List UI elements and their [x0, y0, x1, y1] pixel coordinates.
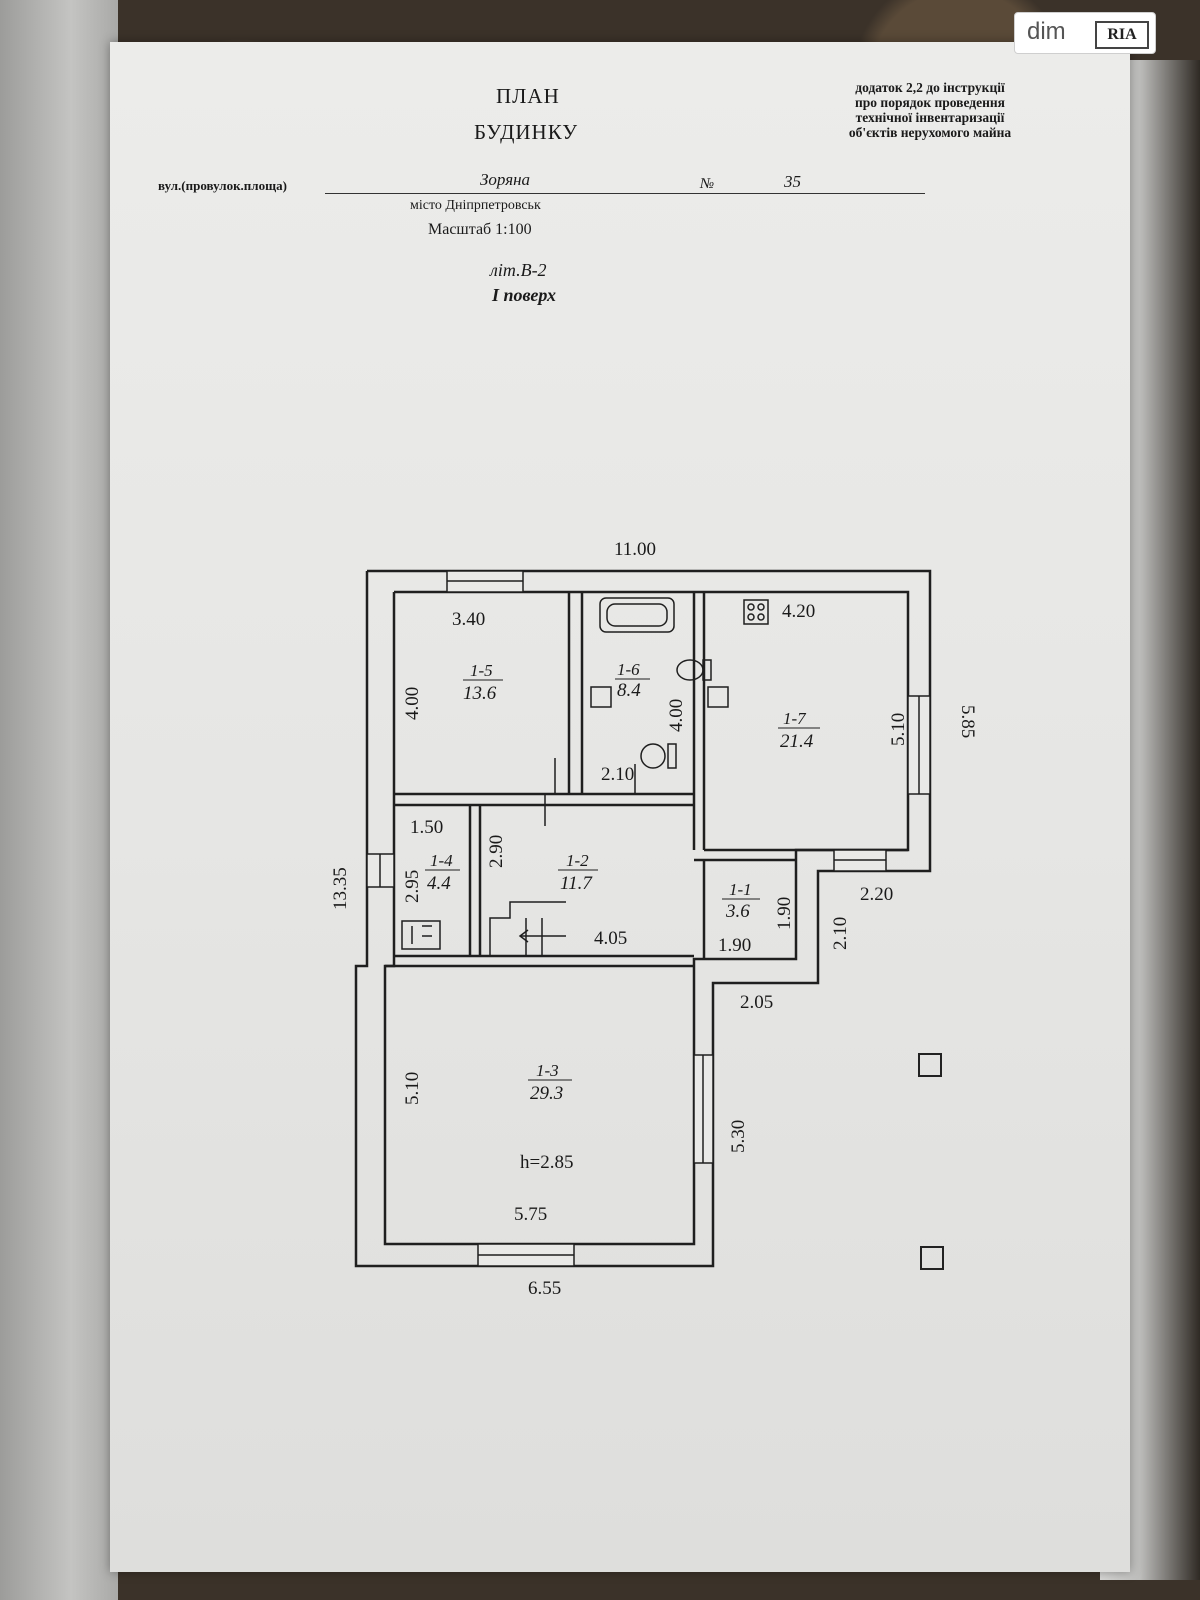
margin-square-1 [918, 1053, 942, 1077]
street-underline [325, 193, 925, 194]
room-1-5-area: 13.6 [463, 683, 497, 704]
dim-top-width: 11.00 [614, 539, 656, 560]
dim-r15-width: 3.40 [452, 609, 485, 630]
number-label: № [700, 176, 715, 192]
dim-r17-height: 5.10 [888, 713, 909, 746]
litera-label: літ.В-2 [490, 260, 547, 280]
stove [743, 599, 769, 625]
windows [366, 570, 931, 1267]
watermark-ria-logo: RIA [1095, 21, 1149, 49]
dim-ria-watermark: dim RIA [1014, 12, 1156, 54]
dim-right-height: 5.85 [957, 705, 978, 738]
room-1-2-area: 11.7 [560, 873, 593, 894]
dimension-labels: 11.00 5.85 13.35 6.55 3.40 4.00 4.00 2.1… [330, 539, 978, 1299]
note-line-3: технічної інвентаризації [855, 110, 1005, 125]
toilet-upper [676, 659, 704, 681]
dim-r16-width: 2.10 [601, 764, 634, 785]
burner-2 [757, 603, 765, 611]
document-sheet [110, 42, 1130, 1572]
fixtures [401, 597, 769, 956]
staircase [489, 901, 566, 956]
room-1-5-id: 1-5 [470, 661, 493, 680]
room-1-4-id: 1-4 [430, 851, 453, 870]
bathtub-inner [606, 603, 668, 627]
scale-label: Масштаб 1:100 [428, 221, 532, 238]
street-name: Зоряна [480, 170, 531, 189]
dim-bottom-width: 6.55 [528, 1278, 561, 1299]
house-number: 35 [784, 172, 801, 191]
dim-r12-width: 4.05 [594, 928, 627, 949]
boiler [401, 920, 441, 950]
walls [354, 569, 932, 1268]
city-name: місто Дніпрпетровськ [410, 198, 541, 213]
title-line-1: ПЛАН [496, 84, 560, 108]
burner-3 [747, 613, 755, 621]
note-line-4: об'єктів нерухомого майна [848, 125, 1012, 140]
room-1-2-id: 1-2 [566, 851, 589, 870]
note-line-1: додаток 2,2 до інструкції [855, 80, 1005, 95]
room-1-7-area: 21.4 [780, 731, 814, 752]
toilet-upper-tank [702, 659, 712, 681]
stair-arrowhead [518, 929, 529, 943]
room-labels: 1-5 13.6 1-6 8.4 1-7 21.4 1-4 4.4 1-2 11… [425, 660, 820, 1104]
dim-r13-width: 5.75 [514, 1204, 547, 1225]
room-1-7-id: 1-7 [783, 709, 807, 728]
note-line-2: про порядок проведення [855, 95, 1005, 110]
watermark-dim-text: dim [1027, 18, 1066, 45]
dim-r11-height: 1.90 [774, 897, 795, 930]
left-book-page [0, 0, 118, 1600]
dim-r13-left: 5.10 [402, 1072, 423, 1105]
floor-label: І поверх [492, 285, 556, 305]
room-1-6-id: 1-6 [617, 660, 640, 679]
margin-square-2 [920, 1246, 944, 1270]
dim-r15-height: 4.00 [402, 687, 423, 720]
dim-r16-height: 4.00 [666, 699, 687, 732]
dim-r11-width: 1.90 [718, 935, 751, 956]
burner-1 [747, 603, 755, 611]
dim-porch-right: 2.20 [860, 884, 893, 905]
dim-r12-height: 2.90 [486, 835, 507, 868]
bathtub [599, 597, 675, 633]
room-1-6-area: 8.4 [617, 680, 641, 701]
dim-r14-height: 2.95 [402, 870, 423, 903]
sink-bath [590, 686, 612, 708]
dim-r17-width: 4.20 [782, 601, 815, 622]
room-1-1-area: 3.6 [725, 901, 750, 922]
dim-porch-height: 2.10 [830, 917, 851, 950]
street-label: вул.(провулок.площа) [158, 178, 287, 193]
toilet-lower [640, 743, 666, 769]
toilet-lower-tank [667, 743, 677, 769]
dim-r13-right: 5.30 [728, 1120, 749, 1153]
title-line-2: БУДИНКУ [474, 120, 579, 144]
room-1-4-area: 4.4 [427, 873, 451, 894]
room-1-3-area: 29.3 [530, 1083, 563, 1104]
room-1-1-id: 1-1 [729, 880, 752, 899]
burner-4 [757, 613, 765, 621]
ceiling-height: h=2.85 [520, 1152, 573, 1173]
room-1-3-id: 1-3 [536, 1061, 559, 1080]
dim-r14-width: 1.50 [410, 817, 443, 838]
dim-left-height: 13.35 [330, 867, 351, 910]
sink-kitchen [707, 686, 729, 708]
dim-porch-bottom: 2.05 [740, 992, 773, 1013]
